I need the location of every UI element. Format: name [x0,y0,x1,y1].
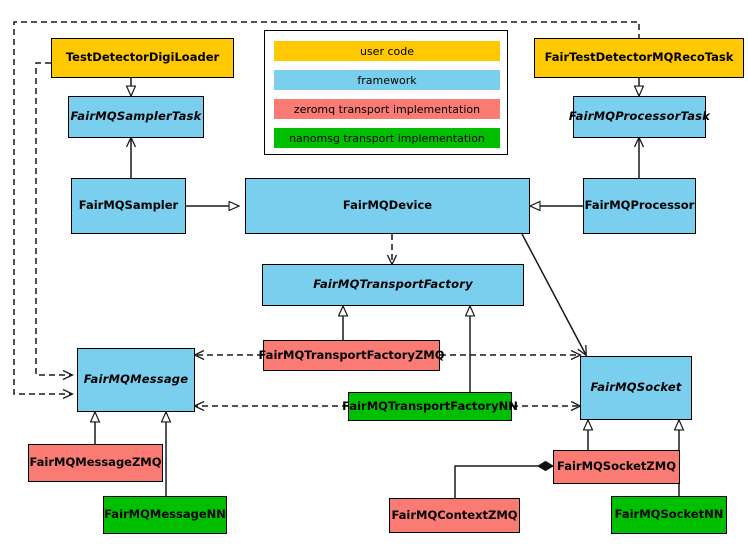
node-label: FairMQSamplerTask [70,109,202,124]
node-test-detector-digi-loader[interactable]: TestDetectorDigiLoader [51,38,234,78]
node-label: FairMQTransportFactory [313,277,473,292]
legend-label: nanomsg transport implementation [289,131,485,145]
node-label: FairMQDevice [342,198,433,213]
node-fairmq-socket-nn[interactable]: FairMQSocketNN [611,496,727,534]
node-fairmq-processor[interactable]: FairMQProcessor [583,178,696,234]
legend-item-framework: framework [274,70,500,90]
node-fairmq-message-nn[interactable]: FairMQMessageNN [103,496,227,534]
node-label: FairMQProcessor [584,198,695,213]
node-label: FairMQMessage [83,372,189,387]
node-label: FairMQSocket [590,380,682,395]
node-label: FairTestDetectorMQRecoTask [544,50,734,65]
node-fairmq-socket[interactable]: FairMQSocket [580,356,692,420]
node-label: FairMQProcessorTask [568,109,711,124]
node-fair-test-detector-mq-reco-task[interactable]: FairTestDetectorMQRecoTask [534,38,744,78]
node-label: FairMQContextZMQ [391,507,518,522]
node-label: FairMQTransportFactoryZMQ [258,347,445,362]
legend-panel: user code framework zeromq transport imp… [264,30,508,155]
legend-label: zeromq transport implementation [293,102,481,116]
node-fairmq-message[interactable]: FairMQMessage [77,348,195,412]
legend-label: framework [357,73,417,87]
node-fairmq-transport-factory[interactable]: FairMQTransportFactory [262,264,524,306]
legend-item-user-code: user code [274,41,500,61]
node-label: TestDetectorDigiLoader [65,50,220,65]
node-fairmq-sampler[interactable]: FairMQSampler [71,178,186,234]
node-fairmq-transport-factory-nn[interactable]: FairMQTransportFactoryNN [342,392,518,421]
node-label: FairMQMessageZMQ [29,455,162,470]
node-fairmq-device[interactable]: FairMQDevice [245,178,530,234]
legend-label: user code [359,44,415,58]
node-fairmq-transport-factory-zmq[interactable]: FairMQTransportFactoryZMQ [259,340,445,371]
node-fairmq-sampler-task[interactable]: FairMQSamplerTask [68,96,204,138]
node-fairmq-processor-task[interactable]: FairMQProcessorTask [569,96,710,138]
node-label: FairMQSocketZMQ [557,459,676,474]
node-label: FairMQTransportFactoryNN [342,398,518,413]
legend-item-nanomsg: nanomsg transport implementation [274,128,500,148]
node-fairmq-socket-zmq[interactable]: FairMQSocketZMQ [553,450,680,484]
node-label: FairMQSocketNN [614,507,724,522]
node-label: FairMQMessageNN [104,507,226,522]
node-label: FairMQSampler [78,198,179,213]
legend-item-zeromq: zeromq transport implementation [274,99,500,119]
node-fairmq-message-zmq[interactable]: FairMQMessageZMQ [28,444,163,482]
node-fairmq-context-zmq[interactable]: FairMQContextZMQ [389,498,520,533]
